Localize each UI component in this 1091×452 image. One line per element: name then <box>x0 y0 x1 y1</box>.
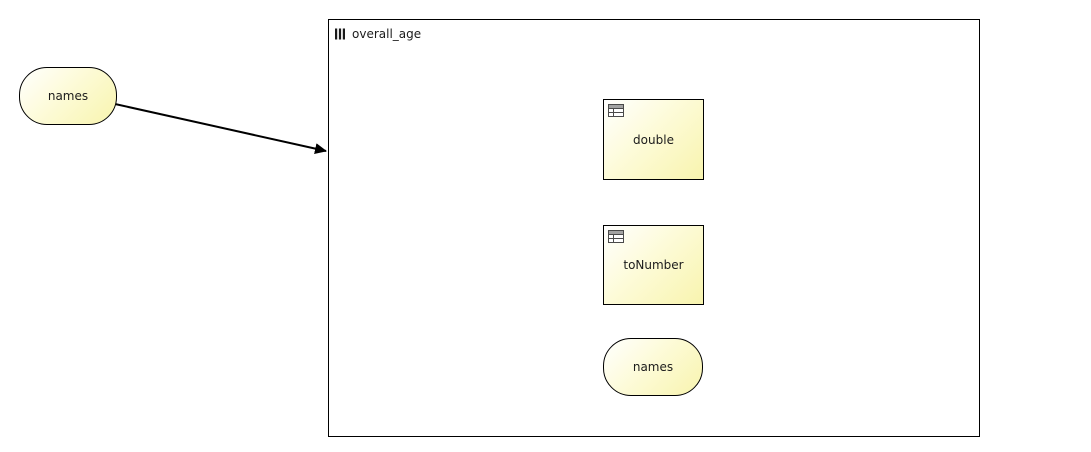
node-names-external-label: names <box>47 89 89 103</box>
container-title: overall_age <box>352 27 422 41</box>
table-icon <box>608 230 624 243</box>
node-names-inner[interactable]: names <box>603 338 703 396</box>
node-names-external[interactable]: names <box>19 67 117 125</box>
node-tonumber-label: toNumber <box>623 258 684 272</box>
node-double[interactable]: double <box>603 99 704 180</box>
container-overall-age[interactable]: overall_age double toNumber nam <box>328 19 980 437</box>
node-names-inner-label: names <box>632 360 674 374</box>
node-tonumber[interactable]: toNumber <box>603 225 704 305</box>
table-icon <box>608 104 624 117</box>
edge-names-to-container[interactable] <box>114 103 327 154</box>
columns-icon <box>335 28 345 40</box>
container-header: overall_age <box>335 27 421 41</box>
node-double-label: double <box>633 132 674 147</box>
